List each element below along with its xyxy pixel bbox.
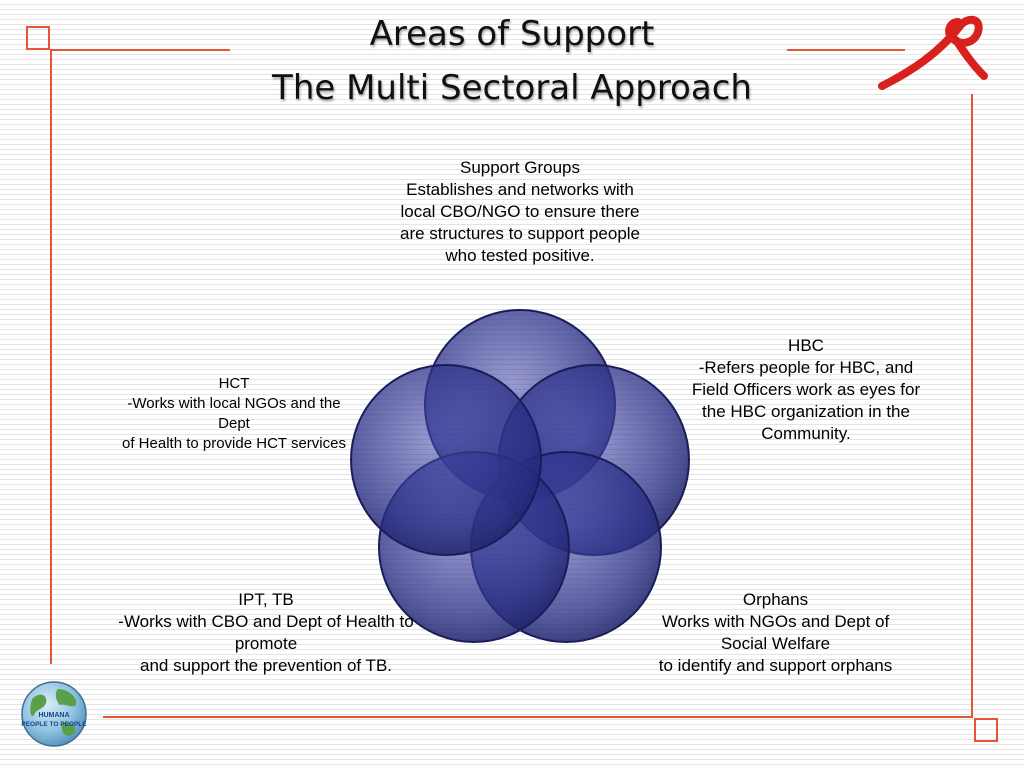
- label-orphans: Orphans Works with NGOs and Dept of Soci…: [618, 589, 933, 677]
- support-groups-heading: Support Groups: [459, 158, 580, 177]
- hbc-heading: HBC: [788, 336, 824, 355]
- circle-hct: [350, 364, 542, 556]
- frame-line-right: [971, 94, 973, 717]
- label-hct: HCT -Works with local NGOs and the Dept …: [88, 374, 380, 454]
- frame-line-bottom: [103, 716, 973, 718]
- ipt-tb-line-2: promote: [234, 634, 298, 653]
- hbc-line-3: the HBC organization in the: [702, 402, 910, 421]
- support-groups-line-3: are structures to support people: [399, 224, 641, 243]
- label-support-groups: Support Groups Establishes and networks …: [345, 157, 695, 267]
- orphans-heading: Orphans: [742, 590, 809, 609]
- orphans-line-1: Works with NGOs and Dept of: [661, 612, 890, 631]
- ipt-tb-line-3: and support the prevention of TB.: [139, 656, 393, 675]
- slide-title-line-1: Areas of Support: [369, 14, 655, 54]
- red-ribbon-icon: [878, 15, 988, 90]
- globe-logo-icon: HUMANA PEOPLE TO PEOPLE: [21, 681, 87, 747]
- hbc-line-4: Community.: [761, 424, 851, 443]
- hbc-line-1: -Refers people for HBC, and: [698, 358, 914, 377]
- ipt-tb-line-1: -Works with CBO and Dept of Health to: [118, 612, 414, 631]
- frame-line-left: [50, 49, 52, 664]
- hbc-line-2: Field Officers work as eyes for: [691, 380, 921, 399]
- hct-line-1: -Works with local NGOs and the: [127, 395, 341, 412]
- hct-line-3: of Health to provide HCT services: [122, 435, 346, 452]
- support-groups-line-1: Establishes and networks with: [406, 180, 634, 199]
- logo-text-line-1: HUMANA: [38, 712, 69, 719]
- hct-heading: HCT: [218, 375, 250, 392]
- hct-line-2: Dept: [218, 415, 250, 432]
- corner-square-top-left: [26, 26, 50, 50]
- support-groups-line-2: local CBO/NGO to ensure there: [400, 202, 640, 221]
- logo-text-line-2: PEOPLE TO PEOPLE: [21, 721, 87, 728]
- label-ipt-tb: IPT, TB -Works with CBO and Dept of Heal…: [86, 589, 446, 677]
- frame-line-top-left: [50, 49, 230, 51]
- orphans-line-2: Social Welfare: [720, 634, 831, 653]
- orphans-line-3: to identify and support orphans: [658, 656, 893, 675]
- corner-square-bottom-right: [974, 718, 998, 742]
- label-hbc: HBC -Refers people for HBC, and Field Of…: [656, 335, 956, 445]
- ipt-tb-heading: IPT, TB: [238, 590, 294, 609]
- slide-title-line-2: The Multi Sectoral Approach: [272, 68, 752, 108]
- frame-line-top-right: [787, 49, 905, 51]
- support-groups-line-4: who tested positive.: [445, 246, 595, 265]
